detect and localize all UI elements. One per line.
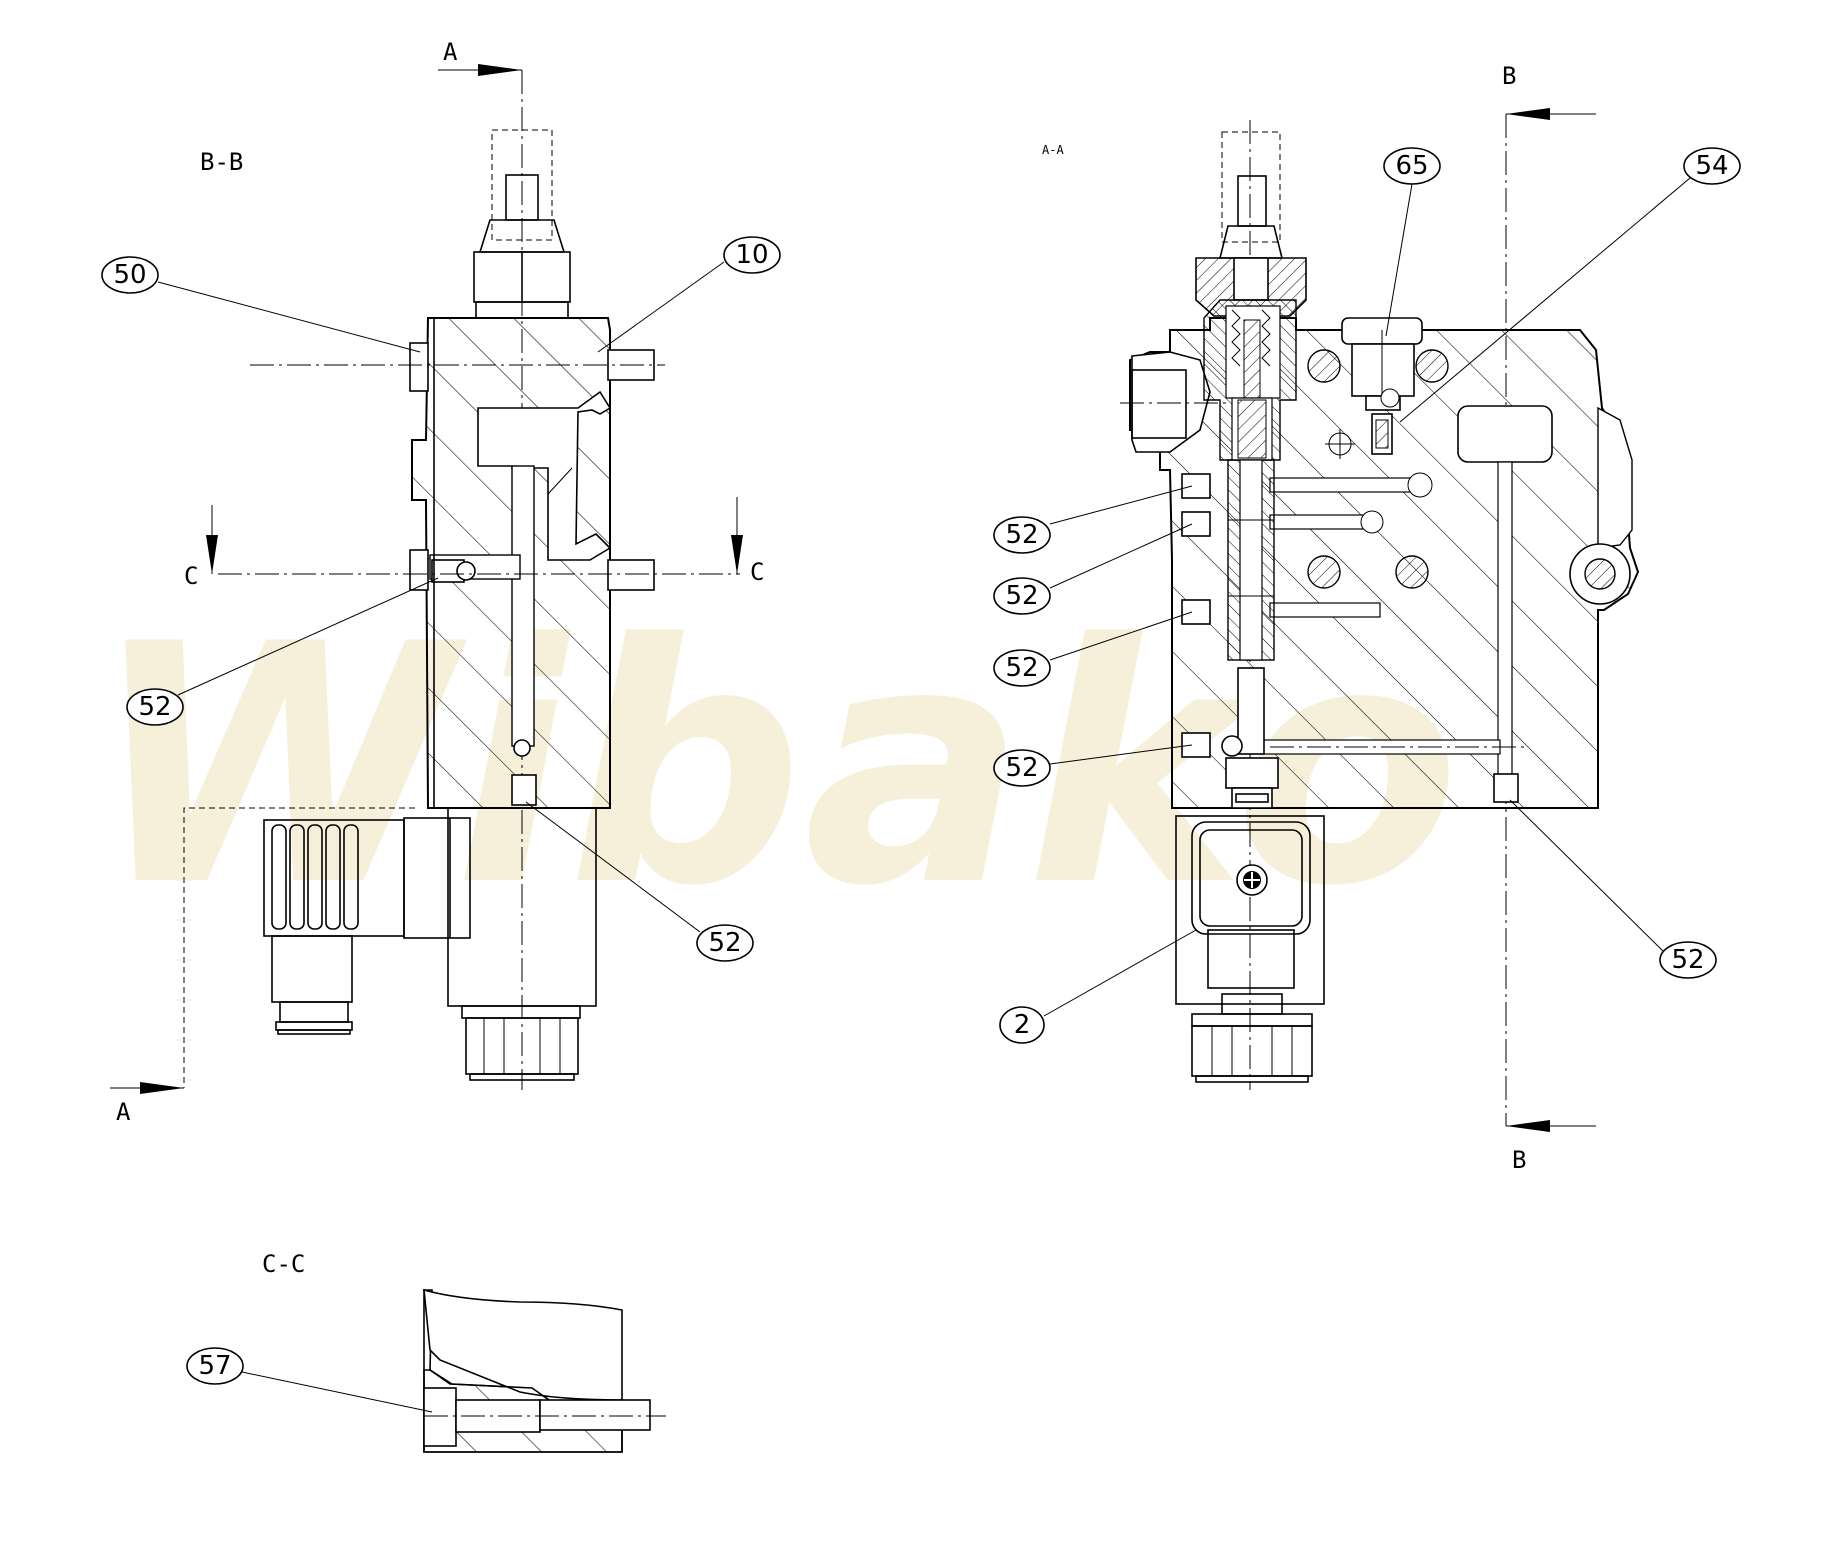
callout-52-aa-5: 52: [1509, 799, 1717, 979]
svg-text:50: 50: [113, 260, 146, 290]
stroke-envelope-aa: [1221, 131, 1281, 243]
section-mark-a-bottom: A: [116, 1098, 131, 1126]
svg-text:52: 52: [1005, 753, 1038, 783]
callout-50: 50: [101, 256, 421, 353]
svg-text:2: 2: [1014, 1010, 1031, 1040]
section-mark-c-right: C: [750, 558, 764, 586]
electrical-connector-bb: [263, 817, 471, 1035]
callout-52-aa-1: 52: [993, 485, 1193, 554]
section-mark-c-left: C: [184, 562, 198, 590]
section-mark-a-top: A: [443, 38, 458, 66]
view-cc: C-C 57: [186, 1250, 666, 1453]
callout-52-bb-bottom: 52: [525, 801, 754, 962]
callout-54: 54: [1399, 147, 1741, 423]
view-aa: A-A B B: [993, 62, 1741, 1174]
view-label-aa: A-A: [1042, 143, 1064, 157]
stroke-envelope: [491, 129, 553, 241]
svg-text:52: 52: [138, 692, 171, 722]
callout-65: 65: [1383, 147, 1441, 337]
callout-52-aa-2: 52: [993, 523, 1193, 615]
svg-text:52: 52: [1005, 520, 1038, 550]
svg-text:52: 52: [1671, 945, 1704, 975]
svg-text:52: 52: [708, 928, 741, 958]
body-block-aa: [1120, 317, 1640, 809]
callout-52-bb-left: 52: [126, 577, 439, 726]
callout-10: 10: [597, 236, 781, 353]
view-label-bb: B-B: [200, 148, 243, 176]
view-label-cc: C-C: [262, 1250, 305, 1278]
svg-text:54: 54: [1695, 151, 1728, 181]
section-mark-b-top: B: [1502, 62, 1516, 90]
svg-text:52: 52: [1005, 653, 1038, 683]
svg-text:52: 52: [1005, 581, 1038, 611]
callout-57: 57: [186, 1347, 433, 1413]
plug-65: [1341, 317, 1423, 455]
svg-text:65: 65: [1395, 151, 1428, 181]
section-arrow-a-top: A: [438, 38, 522, 76]
svg-text:57: 57: [198, 1351, 231, 1381]
solenoid-coil-aa: [1175, 815, 1325, 1083]
section-line-c: C C: [184, 497, 764, 590]
callout-52-aa-3: 52: [993, 611, 1193, 687]
section-line-a-bottom: A: [110, 807, 415, 1126]
body-block-bb: [409, 317, 655, 809]
adjuster-screw-aa: [1195, 175, 1307, 317]
svg-text:10: 10: [735, 240, 768, 270]
valve-spool: [1203, 299, 1297, 809]
callout-2: 2: [999, 929, 1197, 1044]
section-line-b: B B: [1502, 62, 1596, 1174]
callout-52-aa-4: 52: [993, 744, 1193, 787]
section-mark-b-bottom: B: [1512, 1146, 1526, 1174]
view-bb: B-B A: [101, 38, 781, 1126]
solenoid-coil-bb: [447, 807, 597, 1081]
